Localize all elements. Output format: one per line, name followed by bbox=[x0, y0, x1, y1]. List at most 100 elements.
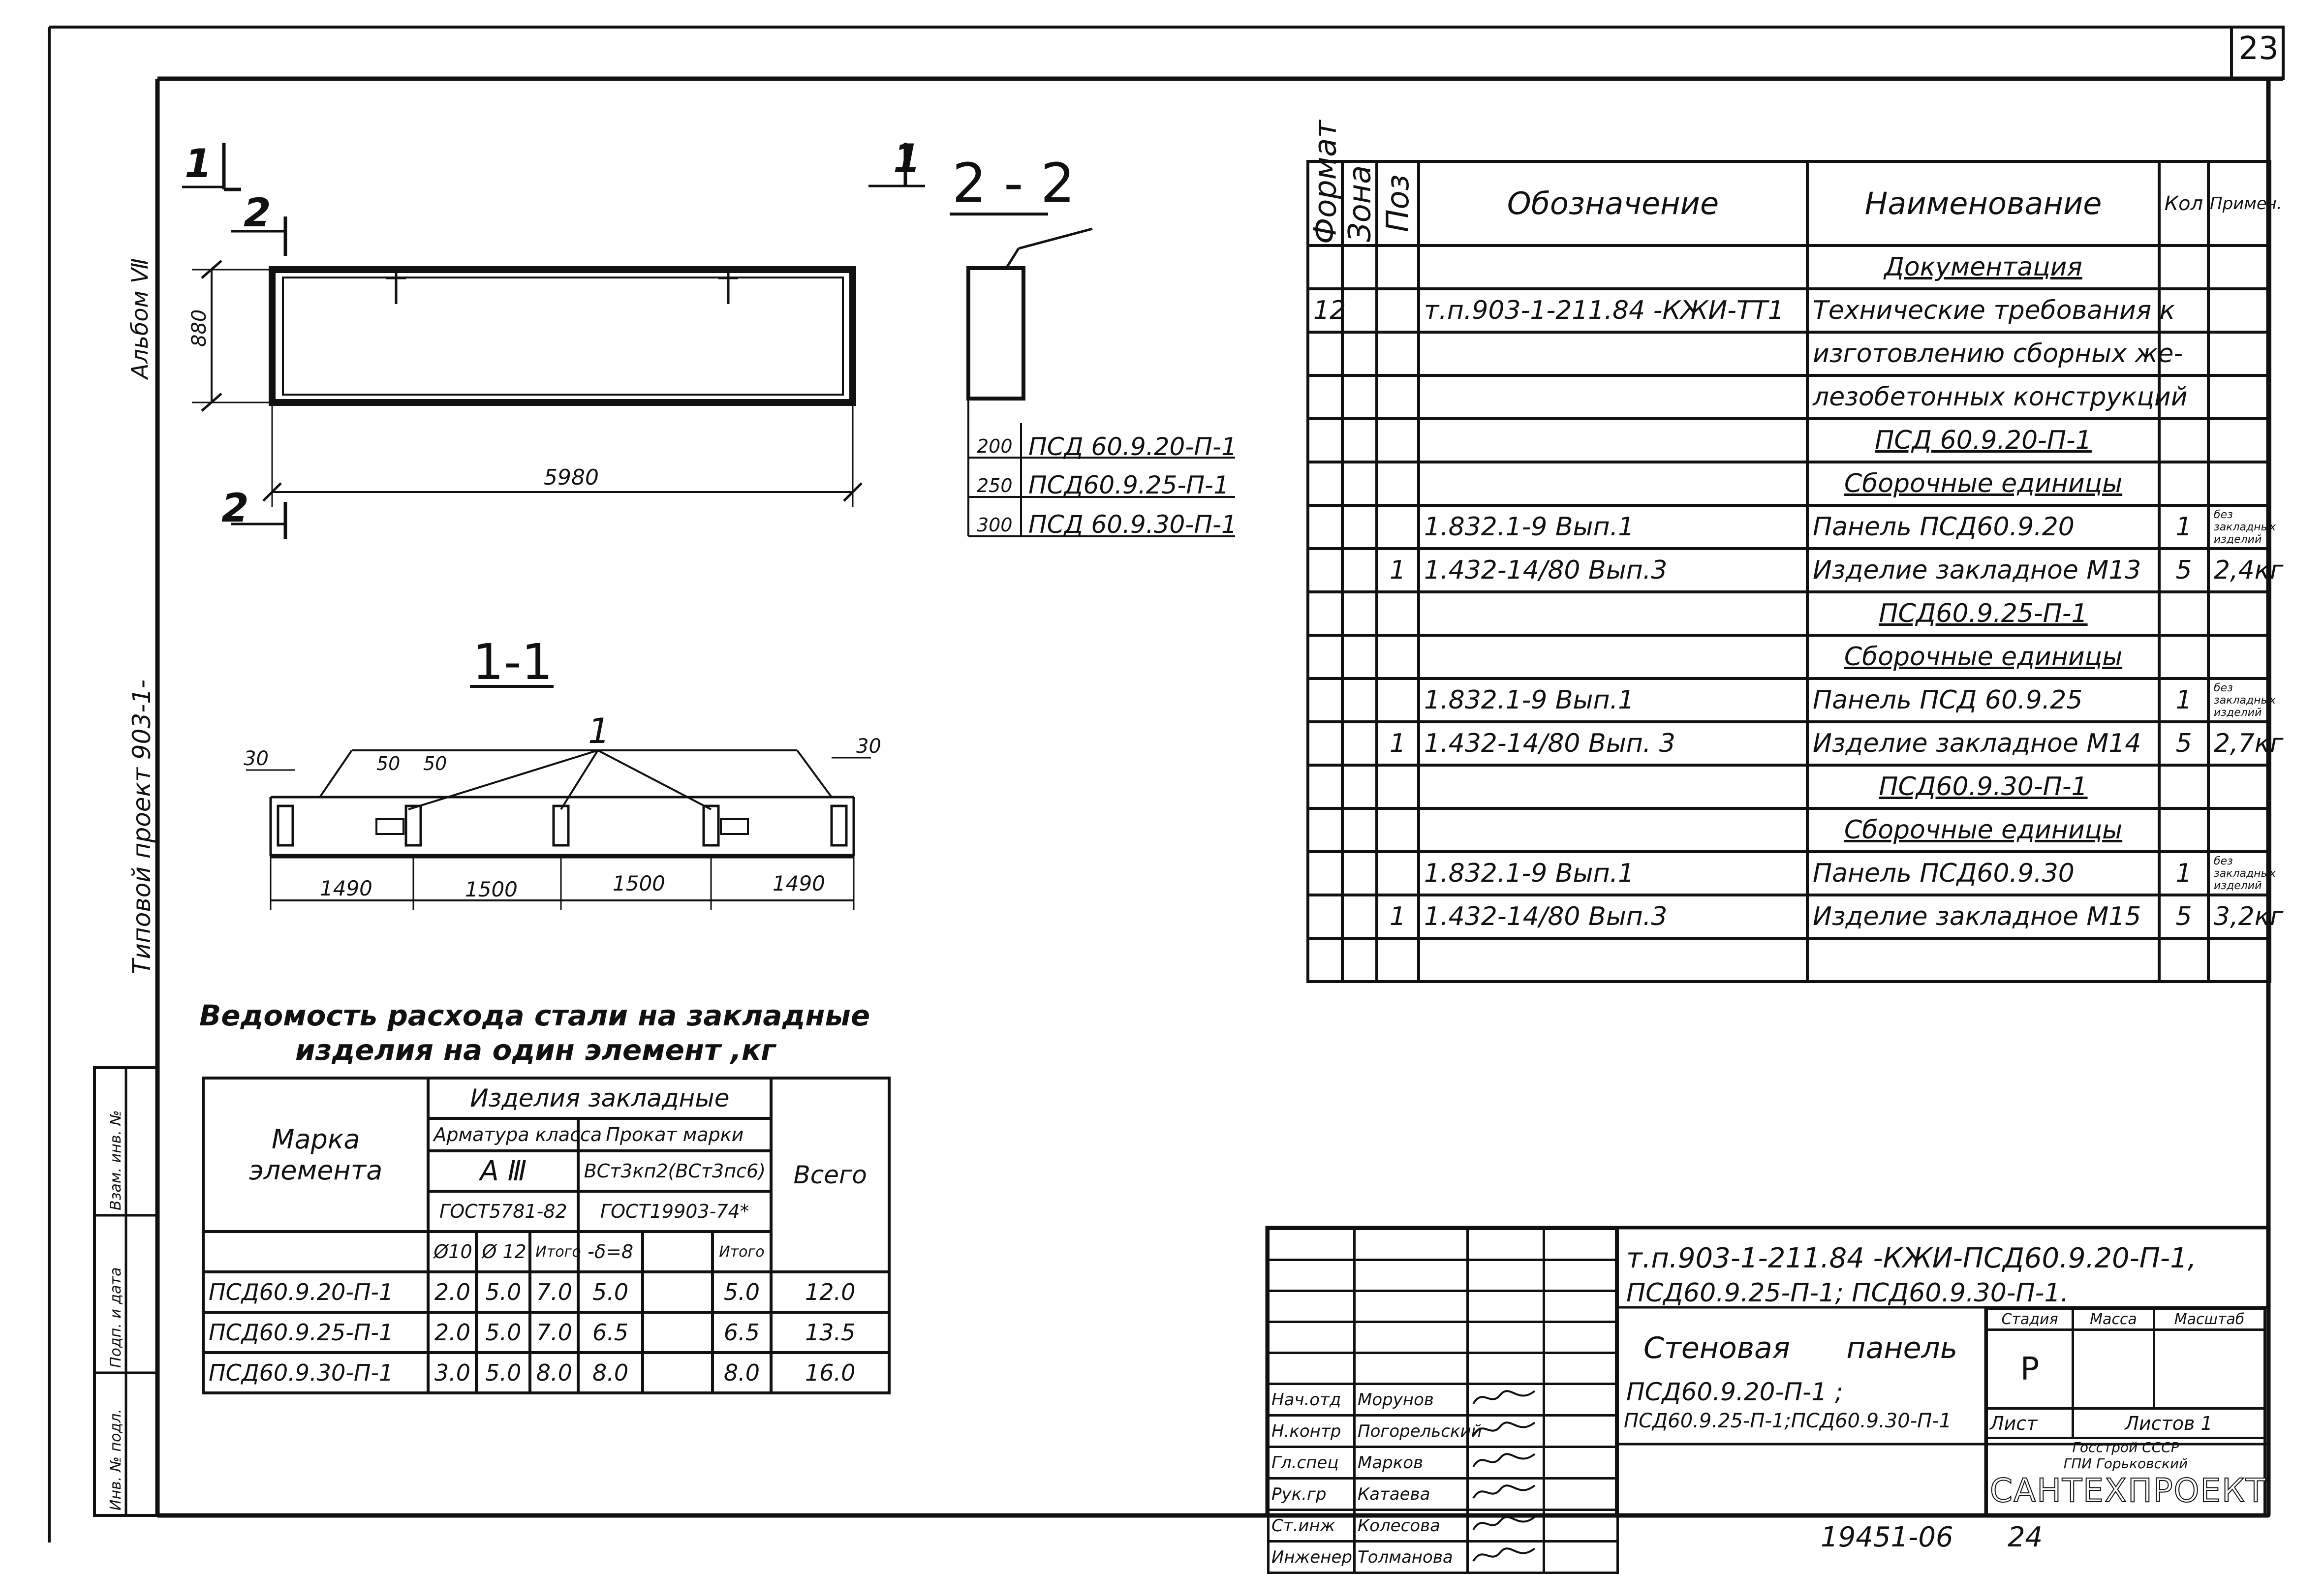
title-block-blank-cell bbox=[1353, 1290, 1469, 1323]
spec-cell-qty: 5 bbox=[2158, 547, 2210, 593]
spec-cell-name: Сборочные единицы bbox=[1806, 634, 2161, 680]
spec-cell-pos bbox=[1375, 937, 1420, 983]
steel-col-element: Марка элемента bbox=[201, 1077, 430, 1233]
spec-cell-zone bbox=[1341, 547, 1378, 593]
spec-header-note: Примеч. bbox=[2207, 160, 2282, 247]
spec-cell-designation bbox=[1417, 634, 1809, 680]
spec-cell-note bbox=[2207, 244, 2271, 290]
signature-cell bbox=[1466, 1446, 1545, 1480]
steel-cell-total: 16.0 bbox=[770, 1351, 891, 1394]
spec-cell-designation: 1.832.1-9 Вып.1 bbox=[1417, 850, 1809, 896]
spec-cell-qty bbox=[2158, 417, 2210, 463]
spec-cell-format bbox=[1306, 634, 1344, 680]
spec-cell-qty: 5 bbox=[2158, 720, 2210, 767]
signature-mark bbox=[1472, 1390, 1536, 1405]
spec-cell-name: ПСД 60.9.20-П-1 bbox=[1806, 417, 2161, 463]
spec-cell-name: изготовлению сборных же- bbox=[1806, 331, 2183, 377]
spec-cell-zone bbox=[1341, 461, 1378, 507]
spec-row: Документация bbox=[1306, 244, 2271, 290]
section-1-1-gap-a: 50 bbox=[376, 753, 400, 774]
org-line-2: ГПИ Горьковский bbox=[2063, 1455, 2188, 1472]
spec-cell-designation: т.п.903-1-211.84 -КЖИ-ТТ1 bbox=[1417, 287, 1809, 334]
spec-cell-pos bbox=[1375, 287, 1420, 334]
spec-cell-qty: 1 bbox=[2158, 504, 2210, 550]
signature-date bbox=[1543, 1477, 1619, 1511]
spec-cell-zone bbox=[1341, 894, 1378, 940]
title-block-name-line-2: ПСД60.9.20-П-1 ; bbox=[1626, 1378, 1843, 1406]
spec-cell-format bbox=[1306, 590, 1344, 637]
signature-date bbox=[1543, 1446, 1619, 1480]
steel-cell-blank bbox=[641, 1351, 714, 1394]
title-block-organization: Госстрой СССР ГПИ Горьковский САНТЕХПРОЕ… bbox=[1985, 1437, 2266, 1515]
spec-cell-qty: 5 bbox=[2158, 894, 2210, 940]
spec-cell-format bbox=[1306, 764, 1344, 810]
spec-cell-note: без закладных изделий bbox=[2207, 504, 2276, 550]
steel-cell-mark: ПСД60.9.20-П-1 bbox=[201, 1270, 430, 1314]
spec-row: ПСД60.9.30-П-1 bbox=[1306, 764, 2271, 810]
spec-row: лезобетонных конструкций bbox=[1306, 374, 2271, 420]
steel-cell-sub1: 7.0 bbox=[528, 1311, 580, 1354]
spec-cell-note bbox=[2207, 590, 2271, 637]
spec-cell-name: Сборочные единицы bbox=[1806, 461, 2161, 507]
steel-cell-sub2: 5.0 bbox=[711, 1270, 773, 1314]
steel-cell-sub1: 7.0 bbox=[528, 1270, 580, 1314]
spec-cell-designation bbox=[1417, 374, 1809, 420]
section-mark-2-bottom: 2 bbox=[221, 485, 249, 531]
steel-cell-d10: 2.0 bbox=[427, 1270, 478, 1314]
spec-header-pos: Поз bbox=[1377, 161, 1419, 246]
title-block-name-line-3: ПСД60.9.25-П-1;ПСД60.9.30-П-1 bbox=[1624, 1410, 1952, 1432]
steel-cell-d10: 3.0 bbox=[427, 1351, 478, 1394]
signature-cell bbox=[1466, 1509, 1545, 1543]
spec-cell-name: ПСД60.9.25-П-1 bbox=[1806, 590, 2161, 637]
steel-cell-mark: ПСД60.9.25-П-1 bbox=[201, 1311, 430, 1354]
spec-cell-name: ПСД60.9.30-П-1 bbox=[1806, 764, 2161, 810]
spec-cell-pos bbox=[1375, 461, 1420, 507]
spec-cell-pos bbox=[1375, 244, 1420, 290]
spec-cell-note: 2,4кг bbox=[2207, 547, 2283, 593]
spec-cell-format bbox=[1306, 850, 1344, 896]
signature-mark bbox=[1472, 1421, 1536, 1436]
spec-cell-zone bbox=[1341, 590, 1378, 637]
title-block-blank-cell bbox=[1543, 1352, 1619, 1385]
spec-cell-designation: 1.832.1-9 Вып.1 bbox=[1417, 677, 1809, 723]
steel-col-rolled: Прокат марки bbox=[577, 1117, 773, 1152]
spec-cell-designation bbox=[1417, 764, 1809, 810]
steel-sub-d10: Ø10 bbox=[427, 1230, 478, 1273]
spec-cell-qty bbox=[2158, 244, 2210, 290]
spec-cell-designation bbox=[1417, 807, 1809, 853]
signer-name: Марков bbox=[1353, 1446, 1469, 1480]
steel-header-row-2: Арматура класса Прокат марки bbox=[203, 1117, 889, 1152]
spec-cell-name: Панель ПСД 60.9.25 bbox=[1806, 677, 2161, 723]
section-2-2-mark-2: ПСД60.9.25-П-1 bbox=[1028, 471, 1229, 499]
title-block-blank-cell bbox=[1267, 1259, 1356, 1292]
spec-cell-pos bbox=[1375, 331, 1420, 377]
spec-cell-zone bbox=[1341, 374, 1378, 420]
section-1-1-span-4: 1490 bbox=[773, 871, 825, 895]
spec-row: ПСД60.9.25-П-1 bbox=[1306, 590, 2271, 637]
spec-cell-qty: 1 bbox=[2158, 677, 2210, 723]
title-block-stage-values: Р bbox=[1985, 1328, 2266, 1410]
spec-cell-qty bbox=[2158, 590, 2210, 637]
stage-label: Стадия bbox=[1985, 1307, 2074, 1331]
spec-cell-designation bbox=[1417, 417, 1809, 463]
steel-cell-d12: 5.0 bbox=[475, 1351, 532, 1394]
spec-cell-note bbox=[2207, 634, 2271, 680]
spec-cell-note bbox=[2207, 417, 2271, 463]
signer-role: Ст.инж bbox=[1267, 1509, 1356, 1543]
spec-row: ПСД 60.9.20-П-1 bbox=[1306, 417, 2271, 463]
signer-name: Колесова bbox=[1353, 1509, 1469, 1543]
steel-cell-d12: 5.0 bbox=[475, 1270, 532, 1314]
steel-consumption-table: Марка элемента Изделия закладные Всего А… bbox=[201, 1077, 891, 1394]
spec-cell-designation: 1.432-14/80 Вып.3 bbox=[1417, 894, 1809, 940]
title-block-blank-row bbox=[1267, 1228, 1619, 1261]
spec-cell-note bbox=[2207, 331, 2271, 377]
spec-cell-zone bbox=[1341, 764, 1378, 810]
title-block-blank-cell bbox=[1353, 1352, 1469, 1385]
